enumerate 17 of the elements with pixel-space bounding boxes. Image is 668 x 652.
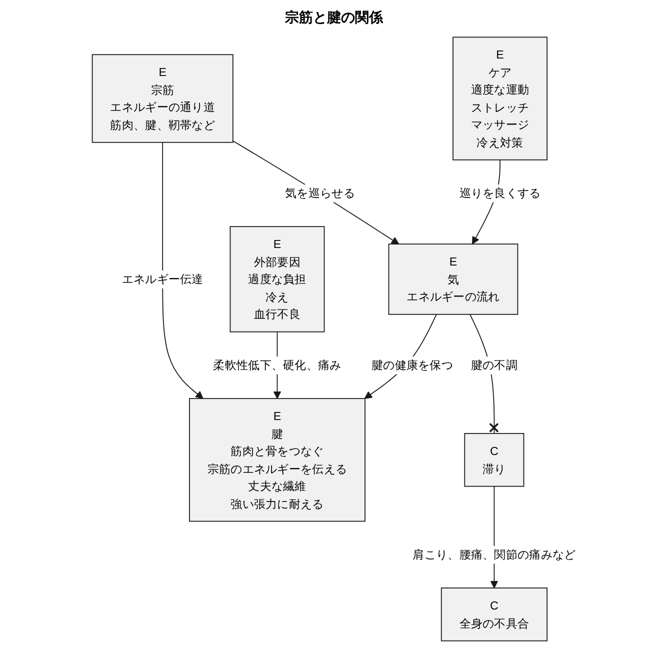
edge-label: 腱の健康を保つ (372, 358, 454, 372)
edge-label: 柔軟性低下、硬化、痛み (213, 358, 342, 372)
node-box: E 腱 筋肉と骨をつなぐ 宗筋のエネルギーを伝える 丈夫な繊維 強い張力に耐える (189, 398, 366, 522)
node-box: C 全身の不具合 (440, 588, 548, 642)
edge-label: 肩こり、腰痛、関節の痛みなど (412, 548, 576, 562)
diagram-title: 宗筋と腱の関係 (284, 8, 384, 27)
node-box: E 気 エネルギーの流れ (388, 244, 518, 315)
node-box: C 滞り (464, 433, 524, 487)
edge-label: 腱の不調 (470, 358, 518, 372)
arrow (232, 140, 400, 244)
arrow (162, 142, 204, 399)
node-box: E 宗筋 エネルギーの通り道 筋肉、腱、靭帯など (92, 54, 234, 143)
node-box: E 外部要因 過度な負担 冷え 血行不良 (230, 226, 325, 332)
edge-label: 気を巡らせる (285, 186, 355, 200)
edge-label: 巡りを良くする (459, 186, 541, 200)
node-box: E ケア 適度な運動 ストレッチ マッサージ 冷え対策 (452, 36, 548, 160)
edge-label: エネルギー伝達 (122, 272, 204, 286)
